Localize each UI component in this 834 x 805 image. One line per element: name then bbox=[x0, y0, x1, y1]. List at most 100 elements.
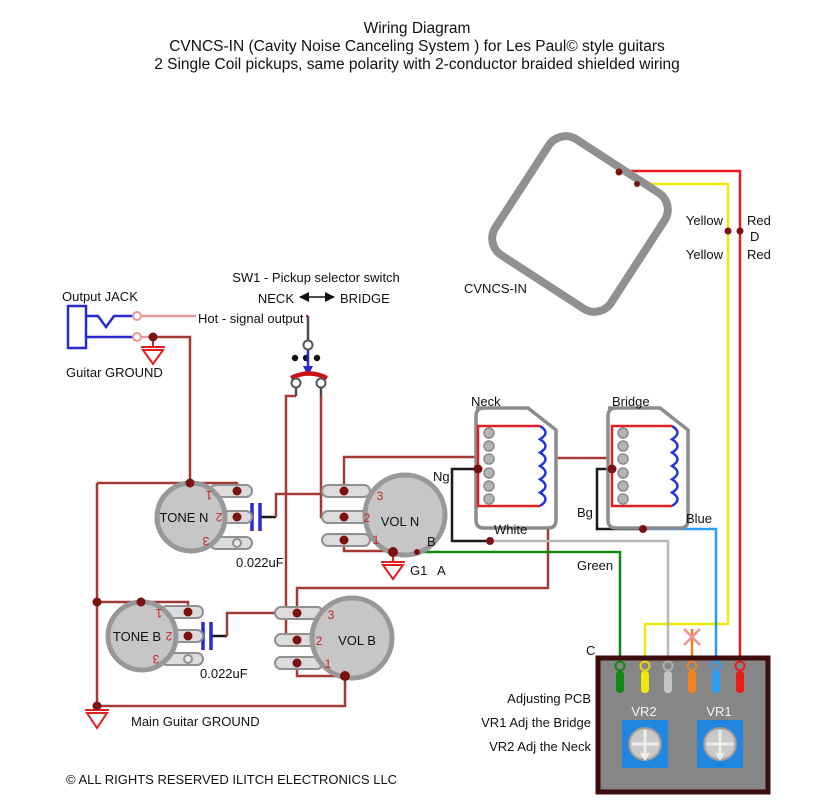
bridge-pickup-label: Bridge bbox=[612, 394, 650, 409]
hot-signal-label: Hot - signal output bbox=[198, 311, 304, 326]
jack-tip-contact bbox=[86, 314, 133, 330]
page-subtitle-1: CVNCS-IN (Cavity Noise Canceling System … bbox=[169, 38, 665, 55]
switch-common-terminal bbox=[302, 339, 314, 351]
tone-b-label: TONE B bbox=[113, 629, 161, 644]
cap-b-to-vol-b-wire bbox=[225, 611, 297, 636]
tone-n-lug2-number: 2 bbox=[215, 510, 222, 524]
tone-b-capacitor bbox=[201, 622, 213, 650]
pcb-pin-red bbox=[736, 671, 744, 693]
pcb-pin-white-ring bbox=[662, 660, 674, 672]
vol-n-lug3-number: 3 bbox=[377, 489, 384, 503]
pcb-pin-green-ring bbox=[614, 660, 626, 672]
tone-b-cap-value: 0.022uF bbox=[200, 666, 248, 681]
vol-b-to-bridge-hot-wire bbox=[295, 456, 612, 613]
vol-b-body bbox=[309, 595, 395, 681]
pcb-pin-blue-ring bbox=[710, 660, 722, 672]
cvncs-module bbox=[488, 132, 672, 316]
green-wire bbox=[393, 550, 622, 662]
tone-n-capacitor bbox=[250, 503, 262, 531]
vr2-screw-slot-icon bbox=[632, 730, 658, 755]
switch-to-vol-b-wire bbox=[284, 394, 297, 642]
pickup-selector-switch bbox=[289, 292, 335, 389]
not-connected-x-icon bbox=[683, 628, 701, 646]
module-yellow-wire bbox=[636, 182, 730, 662]
copyright-label: © ALL RIGHTS RESERVED ILITCH ELECTRONICS… bbox=[66, 772, 397, 787]
vol-b-lug2-number: 2 bbox=[316, 634, 323, 648]
neck-coil-winding-icon bbox=[537, 424, 547, 508]
neck-pole-pieces bbox=[483, 427, 495, 505]
open-lug-terminals bbox=[183, 538, 242, 664]
tone-b-lug1-number: 1 bbox=[155, 606, 162, 620]
vr1-arrow-icon bbox=[715, 753, 725, 761]
pcb-pins bbox=[614, 660, 746, 693]
pcb-pin-green bbox=[616, 671, 624, 693]
switch-neck-terminal bbox=[290, 377, 302, 389]
vr2-arrow-icon bbox=[640, 753, 650, 761]
vol-n-body bbox=[362, 472, 448, 558]
module-name-label: CVNCS-IN bbox=[464, 281, 527, 296]
labels: Wiring Diagram CVNCS-IN (Cavity Noise Ca… bbox=[62, 20, 771, 787]
bridge-pole-pieces bbox=[617, 427, 629, 505]
vr2-label: VR2 bbox=[631, 704, 656, 719]
tone-b-lug2-number: 2 bbox=[165, 629, 172, 643]
output-jack bbox=[66, 304, 142, 350]
white-wire-label: White bbox=[494, 522, 527, 537]
main-ground-wire bbox=[97, 676, 347, 708]
vr1-label: VR1 bbox=[706, 704, 731, 719]
vol-b-label: VOL B bbox=[338, 633, 376, 648]
module-red-wire bbox=[618, 169, 742, 662]
jack-ground-wire bbox=[153, 335, 192, 483]
pcb-pin-white bbox=[664, 671, 672, 693]
blue-wire bbox=[643, 527, 718, 662]
vol-b-lug1-number: 1 bbox=[325, 657, 332, 671]
point-g1-label: G1 bbox=[410, 563, 427, 578]
pcb-pin-orange-ring bbox=[686, 660, 698, 672]
vol-b-lug3-number: 3 bbox=[328, 608, 335, 622]
tone-n-label: TONE N bbox=[160, 510, 209, 525]
output-jack-label: Output JACK bbox=[62, 289, 138, 304]
switch-dot-3 bbox=[313, 354, 321, 362]
pcb-pin-orange bbox=[688, 671, 696, 693]
jack-body bbox=[66, 304, 88, 350]
point-a-label: A bbox=[437, 563, 446, 578]
vr1-trimmer bbox=[697, 720, 743, 768]
pcb-vr1-note: VR1 Adj the Bridge bbox=[481, 715, 591, 730]
pcb-pin-red-ring bbox=[734, 660, 746, 672]
vol-n-lug2-number: 2 bbox=[364, 511, 371, 525]
junction-dots bbox=[92, 168, 744, 711]
neck-pickup bbox=[474, 406, 558, 530]
tone-b-pot bbox=[105, 599, 204, 673]
neck-pickup-label: Neck bbox=[471, 394, 501, 409]
tone-n-lug1-number: 1 bbox=[205, 488, 212, 502]
jack-ground-terminal bbox=[132, 332, 142, 342]
pcb-title-label: Adjusting PCB bbox=[507, 691, 591, 706]
bg-label: Bg bbox=[577, 505, 593, 520]
vol-n-to-neck-hot-wire bbox=[342, 455, 478, 491]
neck-bridge-arrow-right-icon bbox=[325, 292, 335, 302]
page-title: Wiring Diagram bbox=[364, 20, 471, 37]
cvncs-module-outline bbox=[488, 132, 672, 316]
cap-n-to-vol-n-wire bbox=[274, 492, 344, 517]
switch-contact-arc bbox=[289, 371, 329, 381]
point-c-label: C bbox=[586, 643, 595, 658]
point-d-label: D bbox=[750, 229, 759, 244]
hot-label-backing bbox=[196, 311, 306, 324]
main-ground-label: Main Guitar GROUND bbox=[131, 714, 260, 729]
switch-arrow-head bbox=[303, 366, 313, 376]
bridge-coil-winding-icon bbox=[669, 424, 679, 508]
neck-ground-black-wire bbox=[450, 467, 490, 543]
neck-bridge-arrow-left-icon bbox=[299, 292, 309, 302]
pcb-pin-yellow bbox=[641, 671, 649, 693]
red-upper-label: Red bbox=[747, 213, 771, 228]
vr1-screw-slot-icon bbox=[707, 730, 733, 755]
neck-pickup-outline bbox=[474, 406, 558, 530]
red-lower-label: Red bbox=[747, 247, 771, 262]
yellow-upper-label: Yellow bbox=[686, 213, 724, 228]
switch-bridge-terminal bbox=[315, 377, 327, 389]
switch-to-vol-n-wire bbox=[319, 396, 344, 519]
point-b-label: B bbox=[427, 534, 436, 549]
tone-n-lug3-number: 3 bbox=[202, 534, 209, 548]
tone-n-cap-value: 0.022uF bbox=[236, 555, 284, 570]
guitar-ground-label: Guitar GROUND bbox=[66, 365, 163, 380]
